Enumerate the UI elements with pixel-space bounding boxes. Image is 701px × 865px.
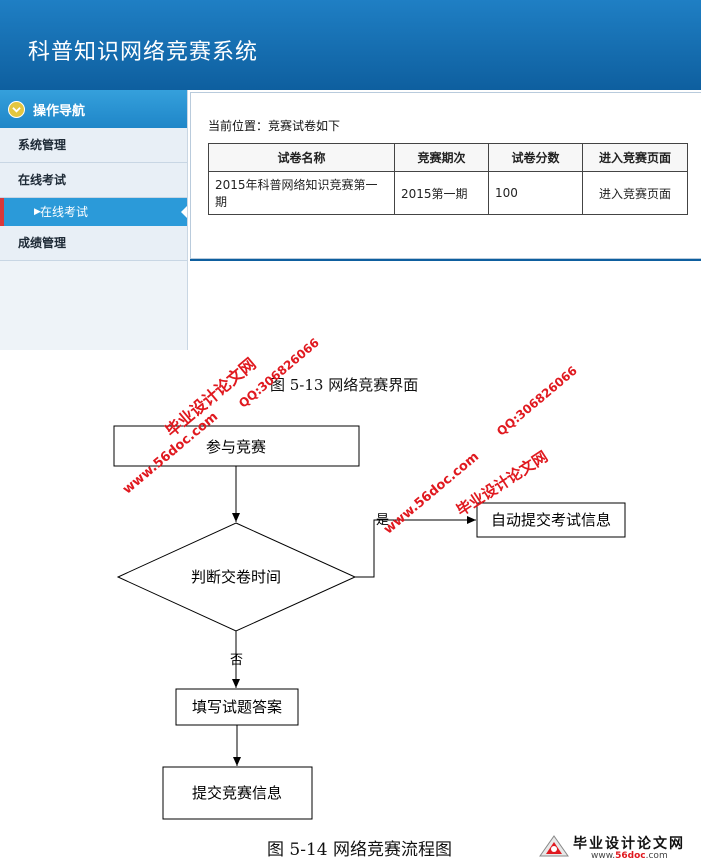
paper-period-cell: 2015第一期: [394, 171, 489, 215]
flow-node-start-label: 参与竞赛: [206, 438, 266, 456]
main-content: 当前位置：竞赛试卷如下 试卷名称 竞赛期次 试卷分数 进入竞赛页面 2015年科…: [190, 92, 701, 259]
competition-app-screenshot: 科普知识网络竞赛系统 操作导航 系统管理 在线考试 ▶ 在线考试 成绩管理 当前…: [0, 0, 701, 350]
sidebar-subitem-label: 在线考试: [40, 205, 89, 219]
col-header-name: 试卷名称: [208, 143, 395, 172]
breadcrumb: 当前位置：竞赛试卷如下: [208, 119, 341, 133]
flow-label-no: 否: [230, 653, 243, 668]
sidebar-item-system[interactable]: 系统管理: [0, 128, 187, 163]
table-row: 2015年科普网络知识竞赛第一期 2015第一期 100 进入竞赛页面: [208, 171, 688, 215]
flow-node-decision-label: 判断交卷时间: [191, 568, 281, 586]
flow-node-fill-answers-label: 填写试题答案: [192, 698, 282, 716]
col-header-enter: 进入竞赛页面: [582, 143, 688, 172]
nav-header-label: 操作导航: [33, 103, 86, 119]
table-header-row: 试卷名称 竞赛期次 试卷分数 进入竞赛页面: [208, 143, 688, 172]
app-header: 科普知识网络竞赛系统: [0, 0, 701, 90]
figure-caption-5-14: 图 5-14 网络竞赛流程图: [267, 840, 452, 860]
figure-caption-5-13: 图 5-13 网络竞赛界面: [270, 376, 419, 394]
site-logo: 毕业设计论文网 www.56doc.com: [535, 829, 701, 865]
paper-score-cell: 100: [488, 171, 583, 215]
chevron-down-icon: [8, 100, 25, 118]
flow-node-auto-submit: [476, 502, 626, 538]
enter-competition-link[interactable]: 进入竞赛页面: [582, 171, 688, 215]
sidebar-item-scores[interactable]: 成绩管理: [0, 226, 187, 261]
flow-node-fill-answers: [175, 688, 299, 726]
flow-node-submit: [162, 766, 313, 820]
sidebar: 操作导航 系统管理 在线考试 ▶ 在线考试 成绩管理: [0, 90, 188, 350]
logo-emblem-icon: [539, 835, 569, 857]
nav-header: 操作导航: [0, 90, 187, 128]
flow-label-yes: 是: [376, 513, 389, 528]
logo-name: 毕业设计论文网: [573, 836, 685, 852]
active-pointer-icon: [181, 206, 187, 218]
sidebar-subitem-online-exam[interactable]: ▶ 在线考试: [0, 198, 187, 226]
flow-node-auto-submit-label: 自动提交考试信息: [491, 511, 611, 529]
sidebar-item-online-exam[interactable]: 在线考试: [0, 163, 187, 198]
flow-node-submit-label: 提交竞赛信息: [192, 784, 282, 802]
paper-name-cell: 2015年科普网络知识竞赛第一期: [208, 171, 395, 215]
logo-url: www.56doc.com: [591, 851, 668, 861]
flow-edge-decision-yes: [355, 516, 476, 578]
app-title: 科普知识网络竞赛系统: [28, 40, 259, 65]
col-header-score: 试卷分数: [488, 143, 583, 172]
caret-right-icon: ▶: [34, 207, 41, 217]
col-header-period: 竞赛期次: [394, 143, 489, 172]
paper-table: 试卷名称 竞赛期次 试卷分数 进入竞赛页面 2015年科普网络知识竞赛第一期 2…: [208, 143, 688, 215]
